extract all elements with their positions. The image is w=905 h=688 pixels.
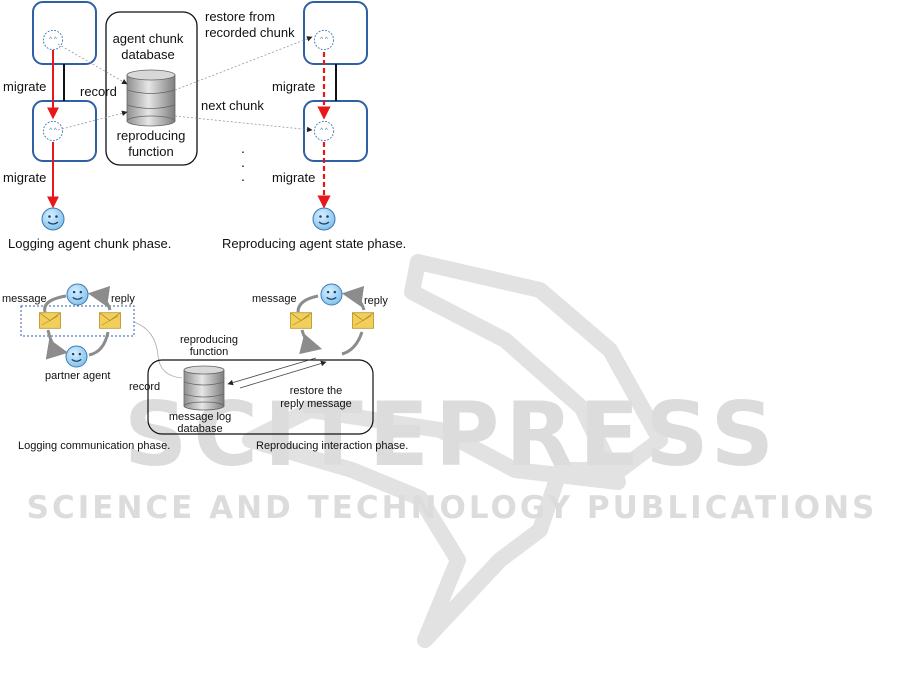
database-cylinder-icon — [126, 69, 176, 127]
message-log-database-panel: reproducing function record message log … — [129, 334, 374, 435]
restore-label-line1: restore from — [205, 9, 275, 24]
message-cycle-arrow — [299, 329, 323, 355]
record-curve-line — [133, 321, 183, 379]
restore-label-line2: reply message — [280, 398, 352, 410]
reply-label: reply — [364, 295, 388, 307]
db-title-line1: agent chunk — [113, 31, 184, 46]
dormant-agent-icon — [42, 29, 64, 51]
host-box-top-right — [303, 1, 368, 65]
func-label-line2: function — [190, 346, 229, 358]
message-label: message — [2, 293, 47, 305]
db-label-line1: message log — [169, 411, 231, 423]
logging-communication-panel: message reply partner agent Logging comm… — [2, 283, 183, 452]
host-box-bottom-right — [303, 100, 368, 162]
ellipsis-dot: . — [241, 140, 245, 156]
ellipsis-dot: . — [241, 154, 245, 170]
logging-agent-chunk-panel: migrate migrate Logging agent chunk phas… — [3, 1, 171, 251]
dormant-agent-icon — [313, 29, 335, 51]
reply-label: reply — [111, 293, 135, 305]
restore-label-line2: recorded chunk — [205, 25, 295, 40]
reply-cycle-arrow — [87, 285, 112, 311]
ellipsis-dot: . — [241, 168, 245, 184]
func-label-line1: reproducing — [180, 334, 238, 346]
dormant-agent-icon — [42, 120, 64, 142]
agent-smiley-icon — [312, 207, 336, 231]
envelope-icon — [290, 312, 312, 329]
restore-arrow — [174, 36, 313, 91]
caption-logging-agent-chunk: Logging agent chunk phase. — [8, 236, 171, 251]
migrate-label: migrate — [3, 79, 46, 94]
reply-cycle-arrow — [341, 331, 364, 356]
host-box-bottom-left — [32, 100, 97, 162]
watermark: SCITEPRESS SCIENCE AND TECHNOLOGY PUBLIC… — [27, 254, 878, 648]
envelope-icon — [39, 312, 61, 329]
logging-scope-box — [20, 305, 135, 337]
agent-chunk-database-panel: agent chunk database reproducing functio… — [57, 11, 198, 166]
partner-agent-smiley-icon — [65, 345, 88, 368]
reproducing-interaction-panel: message reply restore the reply message … — [227, 283, 408, 452]
host-box-top-left — [32, 1, 97, 65]
message-cycle-arrow — [45, 329, 69, 360]
watermark-logo-shape — [242, 254, 668, 648]
reproducing-agent-state-panel: restore from recorded chunk next chunk m… — [174, 1, 406, 251]
reproducing-interaction-box — [147, 359, 374, 435]
record-arrow — [57, 43, 128, 85]
partner-agent-label: partner agent — [45, 370, 110, 382]
agent-smiley-icon — [66, 283, 89, 306]
message-label: message — [252, 293, 297, 305]
reply-cycle-arrow — [341, 285, 366, 311]
caption-reproducing-interaction: Reproducing interaction phase. — [256, 440, 408, 452]
reply-cycle-arrow — [88, 331, 110, 357]
next-chunk-label: next chunk — [201, 98, 264, 113]
message-cycle-arrow — [296, 294, 319, 313]
migrate-label: migrate — [272, 79, 315, 94]
func-label-line1: reproducing — [117, 128, 186, 143]
caption-reproducing-agent-state: Reproducing agent state phase. — [222, 236, 406, 251]
record-label: record — [129, 381, 160, 393]
db-title-line2: database — [121, 47, 175, 62]
envelope-icon — [99, 312, 121, 329]
migrate-label: migrate — [272, 170, 315, 185]
db-label-line2: database — [177, 423, 222, 435]
migrate-label: migrate — [3, 170, 46, 185]
database-cylinder-icon — [183, 365, 225, 411]
message-cycle-arrow — [43, 294, 67, 313]
func-label-line2: function — [128, 144, 174, 159]
agent-smiley-icon — [41, 207, 65, 231]
caption-logging-communication: Logging communication phase. — [18, 440, 170, 452]
restore-reply-arrow — [239, 360, 327, 389]
record-label: record — [80, 84, 117, 99]
envelope-icon — [352, 312, 374, 329]
next-chunk-arrow — [174, 115, 313, 133]
restore-reply-arrow — [227, 357, 317, 386]
restore-label-line1: restore the — [290, 385, 343, 397]
watermark-sub-text: SCIENCE AND TECHNOLOGY PUBLICATIONS — [27, 490, 878, 526]
dormant-agent-icon — [313, 120, 335, 142]
agent-smiley-icon — [320, 283, 343, 306]
